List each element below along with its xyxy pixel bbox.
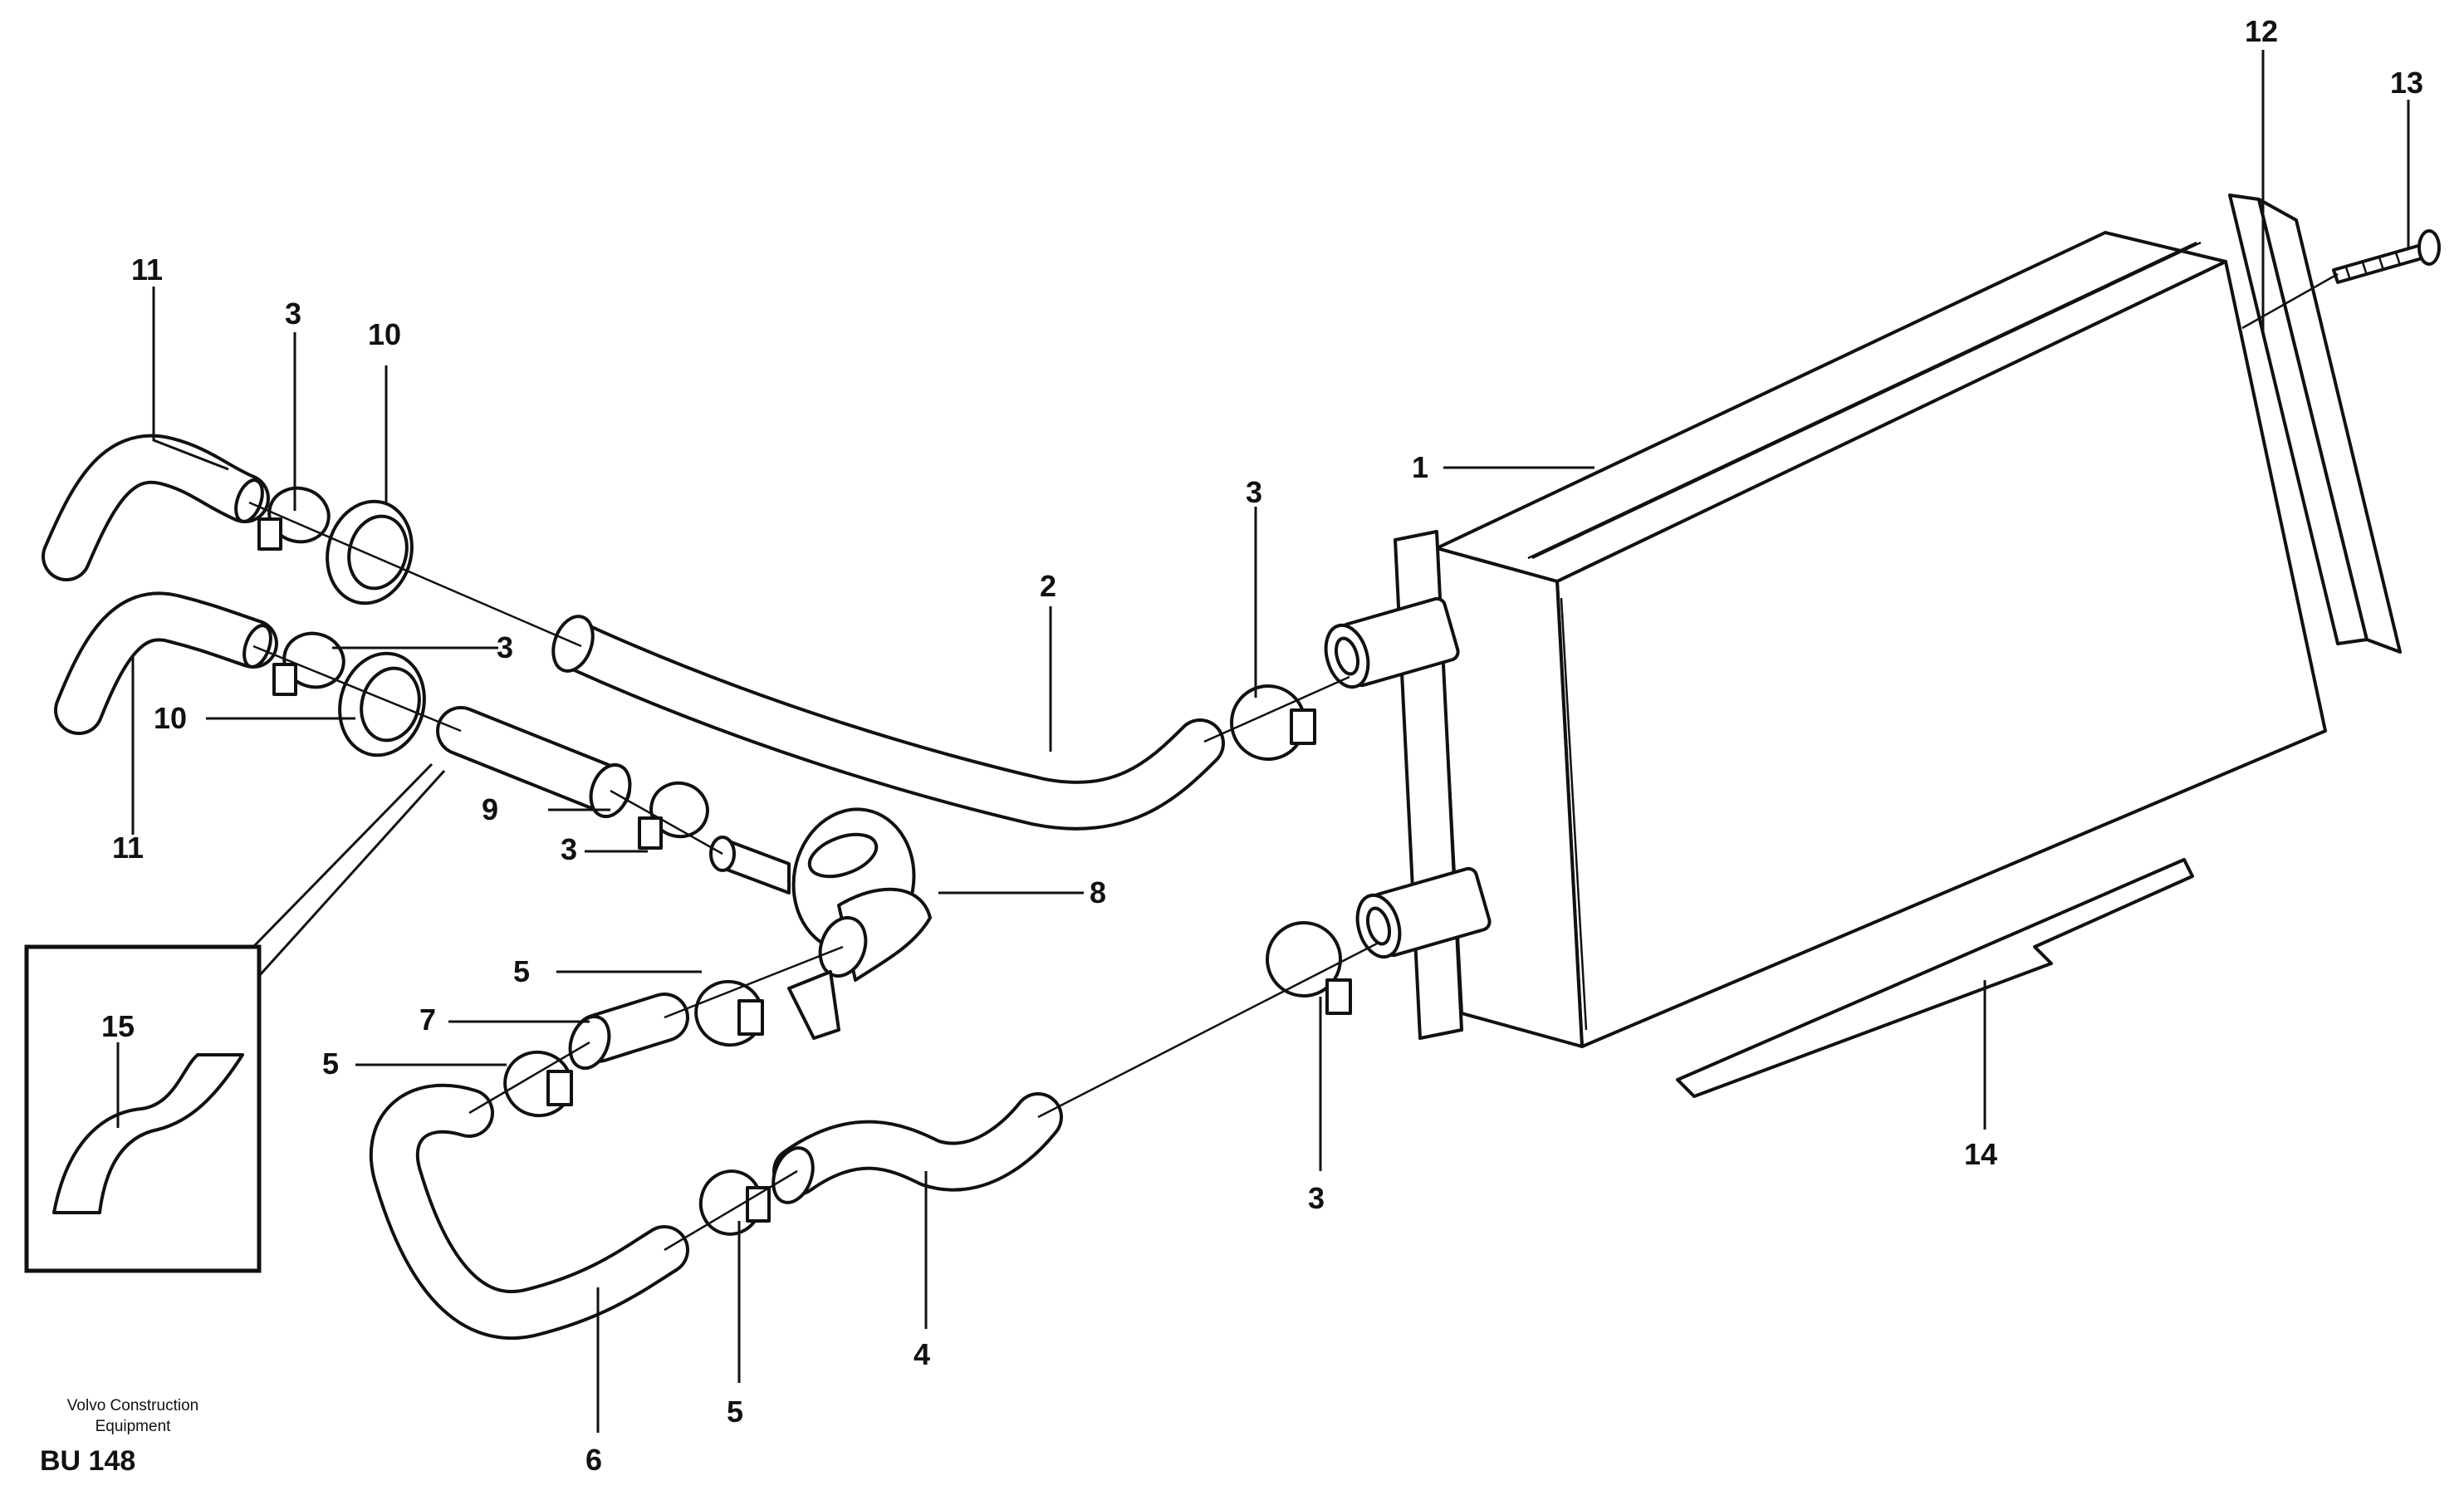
callout-9: 9 xyxy=(482,792,498,826)
callout-11: 11 xyxy=(131,252,163,287)
callout-11: 11 xyxy=(112,831,144,865)
gasket-strip xyxy=(1676,858,2194,1098)
callout-5: 5 xyxy=(322,1047,339,1081)
callout-15: 15 xyxy=(101,1009,135,1043)
hose-4 xyxy=(772,1092,1063,1204)
callout-7: 7 xyxy=(419,1002,436,1037)
callout-1: 1 xyxy=(1412,450,1428,484)
hose-clamp xyxy=(694,979,764,1047)
assembly-lines xyxy=(248,241,2339,1252)
hose-11-lower xyxy=(54,591,278,735)
callout-3: 3 xyxy=(561,832,577,866)
valve xyxy=(709,807,932,1040)
callout-5: 5 xyxy=(727,1395,743,1429)
hose-clamp xyxy=(503,1050,573,1118)
callouts: 1 2 3 3 3 3 3 4 5 5 5 6 7 8 9 10 10 11 1… xyxy=(101,14,2423,1477)
detail-inset xyxy=(24,944,262,1273)
callout-12: 12 xyxy=(2245,14,2278,48)
hose-2 xyxy=(551,615,1225,831)
company-name-line-2: Equipment xyxy=(96,1418,172,1435)
callout-5: 5 xyxy=(513,954,530,988)
hose-6 xyxy=(370,1083,689,1341)
grommet-lower xyxy=(338,651,426,757)
hose-9 xyxy=(436,706,632,818)
hose-11-upper xyxy=(42,434,270,581)
footer: Volvo Construction Equipment BU 148 xyxy=(40,1397,198,1477)
callout-3: 3 xyxy=(1308,1181,1325,1215)
callout-3: 3 xyxy=(497,630,513,664)
heater-pipe-upper xyxy=(1324,596,1460,689)
drawing-code: BU 148 xyxy=(40,1445,135,1477)
callout-14: 14 xyxy=(1964,1137,1997,1171)
heater-pipe-lower xyxy=(1355,866,1492,959)
callout-10: 10 xyxy=(368,317,401,351)
callout-13: 13 xyxy=(2390,66,2423,100)
callout-2: 2 xyxy=(1040,569,1056,603)
leader-lines xyxy=(131,50,2410,1433)
heater-core xyxy=(1394,231,2327,1048)
callout-3: 3 xyxy=(285,297,301,331)
grommet-upper xyxy=(326,499,414,605)
callout-10: 10 xyxy=(154,701,187,735)
screw xyxy=(2332,229,2441,284)
hose-clamp xyxy=(638,781,709,850)
callout-3: 3 xyxy=(1246,475,1262,509)
company-name-line-1: Volvo Construction xyxy=(67,1397,198,1414)
hose-clamp xyxy=(698,1169,771,1236)
callout-8: 8 xyxy=(1090,875,1106,909)
callout-6: 6 xyxy=(585,1443,602,1477)
hose-clamp xyxy=(272,631,345,696)
hose-clamp xyxy=(257,486,331,551)
callout-4: 4 xyxy=(914,1337,930,1371)
hose-clamp xyxy=(1266,921,1352,1015)
hose-clamp xyxy=(1230,684,1316,761)
